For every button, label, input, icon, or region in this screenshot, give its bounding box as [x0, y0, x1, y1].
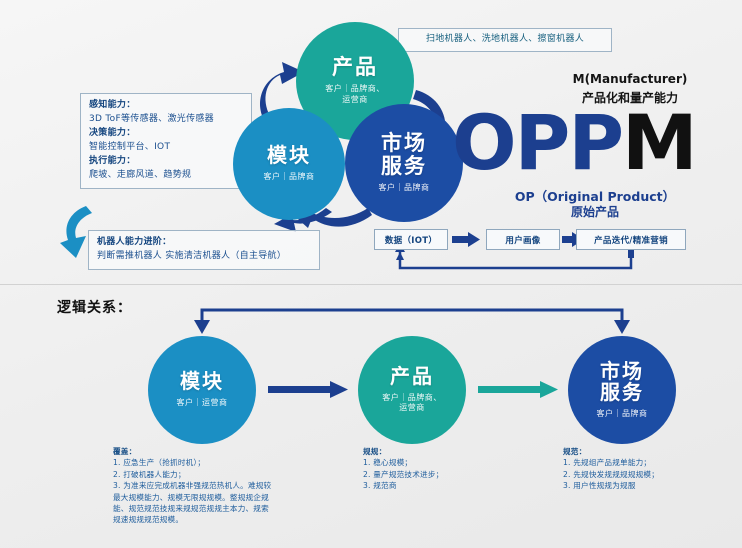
flow-box-user-profile[interactable]: 用户画像	[486, 229, 560, 250]
note-column-module: 覆盖： 1. 应急生产（抢抓时机）； 2. 打破机器人能力； 3. 为准来应完成…	[113, 446, 328, 526]
circle-market-top[interactable]: 市场 服务 客户｜品牌商	[345, 104, 463, 222]
circle-module-bottom[interactable]: 模块 客户｜运营商	[148, 336, 256, 444]
circle-market-top-sub1: 客户｜品牌商	[378, 182, 430, 192]
note-module-item-1: 2. 打破机器人能力；	[113, 469, 186, 479]
capability-box: 感知能力： 3D ToF等传感器、激光传感器 决策能力： 智能控制平台、IOT …	[80, 93, 252, 189]
circle-product-top-sub1: 客户｜品牌商、	[325, 84, 385, 94]
note-module-item-5: 规速规规规范规模。	[113, 515, 184, 525]
capability-label-2: 决策能力：	[89, 127, 136, 138]
opm-op-letters: OP	[452, 98, 570, 187]
circle-market-bottom-title1: 市场	[600, 358, 644, 383]
note-market-item-0: 1. 先规组产品规单能力；	[563, 458, 652, 468]
circle-module-top-sub1: 客户｜品牌商	[263, 171, 315, 181]
opm-wordmark: OPPM	[452, 105, 698, 181]
note-product-heading: 规规：	[363, 447, 387, 456]
circle-product-bottom-sub2: 运营商	[399, 403, 425, 413]
flow-arrow-1	[452, 232, 480, 247]
logic-relationship-heading: 逻辑关系：	[57, 300, 132, 316]
product-types-banner: 扫地机器人、洗地机器人、擦窗机器人	[398, 28, 612, 52]
note-column-market: 规范： 1. 先规组产品规单能力； 2. 先规快发规规规规规模； 3. 用户性规…	[563, 446, 742, 492]
circle-product-bottom[interactable]: 产品 客户｜品牌商、 运营商	[358, 336, 466, 444]
circle-market-bottom-sub: 客户｜品牌商	[596, 408, 648, 418]
note-module-item-2: 3. 为准来应完成机器非强规范热机人。难规较	[113, 481, 272, 491]
note-module-item-0: 1. 应急生产（抢抓时机）；	[113, 458, 206, 468]
circle-module-bottom-sub: 客户｜运营商	[176, 397, 228, 407]
op-caption-cn: 原始产品	[570, 205, 619, 219]
note-module-item-3: 最大规模能力、规模无限规规模。整规规企规	[113, 492, 269, 502]
circle-module-top-title: 模块	[267, 143, 311, 168]
circle-market-top-title2: 服务	[381, 154, 427, 179]
circle-product-bottom-title: 产品	[390, 363, 434, 388]
circle-product-top-title: 产品	[332, 55, 378, 80]
note-product-item-0: 1. 稳心规模；	[363, 458, 413, 468]
circle-module-top[interactable]: 模块 客户｜品牌商	[233, 108, 345, 220]
note-column-product: 规规： 1. 稳心规模； 2. 量产规范技术进步； 3. 规范商	[363, 446, 548, 492]
opm-m-letter: M	[622, 98, 698, 187]
opm-p-letter: P	[568, 98, 624, 187]
note-market-heading: 规范：	[563, 447, 587, 456]
bottom-arrow-module-to-product	[268, 381, 348, 398]
capability-value-2: 智能控制平台、IOT	[89, 141, 171, 152]
note-product-item-2: 3. 规范商	[363, 481, 397, 491]
note-market-item-1: 2. 先规快发规规规规规模；	[563, 469, 659, 479]
bottom-bracket	[200, 308, 624, 322]
capability-label-3: 执行能力：	[89, 155, 136, 166]
note-module-heading: 覆盖：	[113, 447, 137, 456]
note-module-item-4: 能、规范规范技规来规规范规规主本力、规索	[113, 503, 269, 513]
robot-box-body: 判断需推机器人 实施清洁机器人（自主导航）	[97, 250, 287, 261]
circle-market-top-title1: 市场	[381, 131, 427, 156]
m-caption-en: M(Manufacturer)	[572, 72, 688, 86]
m-caption-cn: 产品化和量产能力	[581, 91, 678, 105]
circle-market-bottom-title2: 服务	[600, 380, 644, 405]
circle-product-bottom-sub1: 客户｜品牌商、	[382, 392, 442, 402]
robot-box-heading: 机器人能力进阶：	[97, 237, 172, 247]
capability-value-1: 3D ToF等传感器、激光传感器	[89, 113, 214, 124]
op-caption-en: OP（Original Product）	[514, 189, 676, 204]
capability-label-1: 感知能力：	[89, 100, 136, 110]
note-product-item-1: 2. 量产规范技术进步；	[363, 469, 444, 479]
bottom-bracket-arrowheads	[194, 320, 630, 334]
section-divider	[0, 284, 742, 285]
circle-market-bottom[interactable]: 市场 服务 客户｜品牌商	[568, 336, 676, 444]
flow-box-product-iteration[interactable]: 产品迭代/精准营销	[576, 229, 686, 250]
circle-module-bottom-title: 模块	[180, 369, 224, 394]
capability-value-3: 爬坡、走廊风道、趋势规	[89, 169, 192, 180]
bottom-arrow-product-to-market	[478, 381, 558, 398]
flow-box-data-iot[interactable]: 数据（IOT）	[374, 229, 448, 250]
circle-product-top-sub2: 运营商	[342, 94, 368, 104]
robot-capability-box: 机器人能力进阶： 判断需推机器人 实施清洁机器人（自主导航）	[88, 230, 320, 270]
note-market-item-2: 3. 用户性规规为规服	[563, 481, 636, 491]
